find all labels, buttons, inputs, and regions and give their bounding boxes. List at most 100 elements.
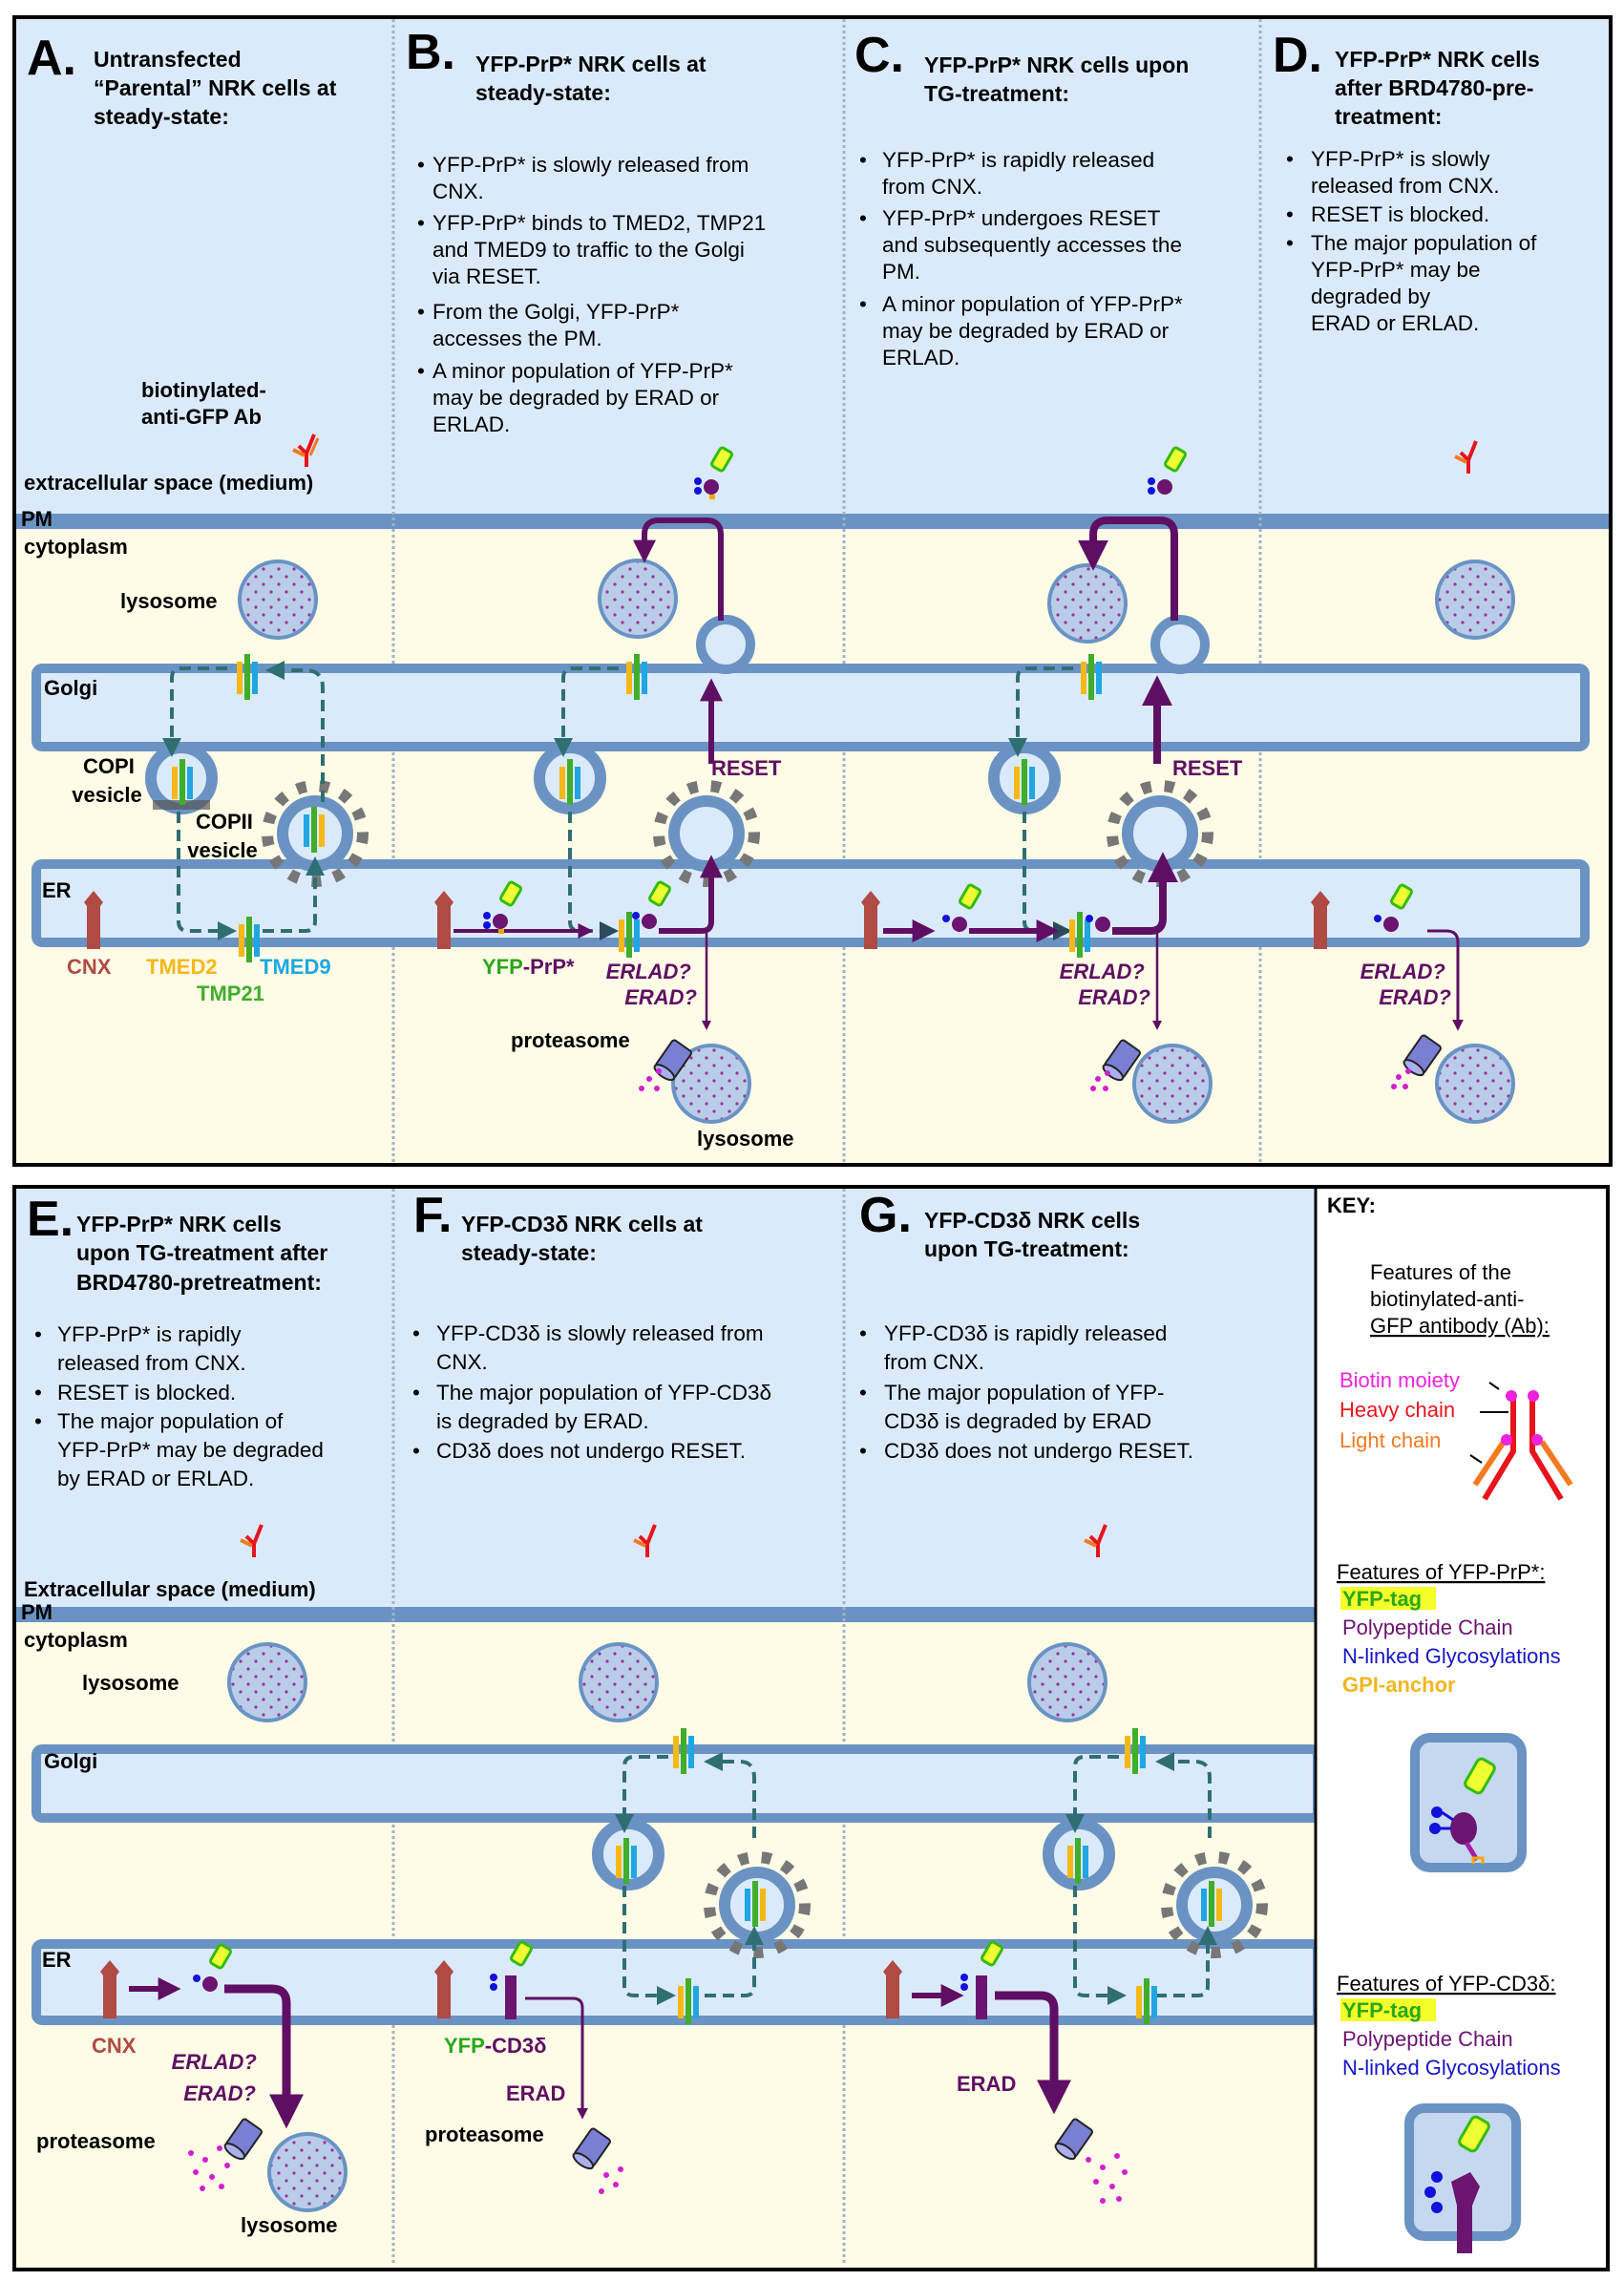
arrow-g-erad xyxy=(995,1991,1071,2115)
key-cd3-glyco: N-linked Glycosylations xyxy=(1342,2056,1561,2080)
tmed9-label: TMED9 xyxy=(260,955,331,979)
tmed-bundles xyxy=(172,654,1222,2024)
tmed2-label: TMED2 xyxy=(146,955,218,979)
yfp-prp-icon xyxy=(193,1943,232,1992)
cnx-icon-a xyxy=(84,891,103,949)
tmed-bundle-icon xyxy=(239,917,260,962)
tmed-bundle-icon xyxy=(172,759,193,805)
cnx-icon-g xyxy=(883,1960,902,2018)
key-cd3-yfp: YFP-tag xyxy=(1342,1998,1422,2022)
tmed-bundle-icon xyxy=(1125,1728,1146,1774)
key-antibody-diagram xyxy=(1469,1382,1573,1501)
copi-label: COPI vesicle xyxy=(72,754,141,807)
polypeptide-icon xyxy=(1451,2172,1480,2253)
proteasome-icon xyxy=(572,2127,611,2170)
glycan-icon xyxy=(1424,2186,1436,2198)
antibody-icon xyxy=(240,1524,264,1557)
panel-bullets-b: •YFP-PrP* is slowly released from CNX. •… xyxy=(417,153,772,436)
cnx-icon-c xyxy=(861,891,880,949)
key-ab-heading: Features of the biotinylated-anti- GFP a… xyxy=(1370,1260,1550,1338)
vesicles xyxy=(145,615,1268,1958)
antibodies xyxy=(240,433,1478,1557)
cycle-f-retro xyxy=(615,1755,668,1833)
panel-title-c: YFP-PrP* NRK cells upon TG-treatment: xyxy=(924,53,1195,106)
cytoplasm-label-bottom: cytoplasm xyxy=(24,1628,128,1652)
lysosome-e-top xyxy=(227,1642,307,1722)
panel-letter-d: D. xyxy=(1273,28,1322,83)
key-prp-yfp-highlight xyxy=(1340,1587,1436,1610)
cycle-c-retro xyxy=(1008,666,1073,757)
cycle-a-retro xyxy=(162,666,227,757)
reset-label-c: RESET xyxy=(1172,756,1243,780)
yfp-prp-icon xyxy=(942,883,981,932)
panel-title-d: YFP-PrP* NRK cells after BRD4780-pre- tr… xyxy=(1335,47,1546,129)
key-cd3-yfp-highlight xyxy=(1340,1998,1436,2021)
lysosome-g-top xyxy=(1027,1642,1107,1722)
yfp-prp-icon xyxy=(1086,915,1110,932)
lysosome-label-a: lysosome xyxy=(120,589,218,613)
yfp-tag-icon xyxy=(1458,2115,1490,2153)
substrate-label-b: YFP-PrP* xyxy=(482,955,575,979)
cycle-g-antero xyxy=(1155,1752,1212,1838)
cycle-b-er xyxy=(568,812,619,940)
tmed-bundle-icon xyxy=(1069,912,1090,958)
pathway-arrows xyxy=(129,517,1464,2129)
biotin-icon xyxy=(1506,1390,1517,1402)
golgi-label-top: Golgi xyxy=(44,676,97,700)
glycan-icon xyxy=(1431,1806,1443,1818)
key-prp-heading: Features of YFP-PrP*: xyxy=(1337,1560,1545,1584)
golgi-membrane-top xyxy=(32,664,1590,751)
proteasome-label-f: proteasome xyxy=(425,2123,544,2146)
cycle-g-er xyxy=(1073,1886,1127,2005)
arrow-c-reset-er xyxy=(1112,852,1178,935)
proteasome-icon xyxy=(223,2118,263,2161)
lysosome-d-bottom xyxy=(1435,1044,1515,1124)
panel-letter-e: E. xyxy=(27,1192,74,1247)
tmed-bundle-icon xyxy=(745,1881,766,1927)
pm-label-top: PM xyxy=(21,507,53,531)
lysosome-f-top xyxy=(579,1642,659,1722)
cycle-f-er2 xyxy=(705,1926,764,1997)
substrates xyxy=(193,446,1413,2019)
substrate-label-f: YFP-CD3δ xyxy=(444,2034,546,2058)
er-membrane-top xyxy=(32,859,1590,947)
glycan-icon xyxy=(1431,2202,1443,2213)
yfp-prp-icon xyxy=(632,880,671,929)
tmed-bundle-icon xyxy=(559,759,580,805)
cycle-f-er xyxy=(622,1886,676,2005)
tmed-bundle-icon xyxy=(619,912,640,958)
biotin-icon xyxy=(1531,1434,1543,1446)
proteasome-icon xyxy=(1102,1039,1141,1082)
panel-title-b: YFP-PrP* NRK cells at steady-state: xyxy=(475,52,712,105)
tmed-bundle-icon xyxy=(1014,759,1035,805)
lysosome-b-bottom xyxy=(671,1044,751,1124)
key-panel xyxy=(1314,1185,1610,2271)
cycle-g-retro xyxy=(1065,1755,1119,1833)
arrow-b-pm-endocytosis xyxy=(633,517,724,621)
proteasome-label-b: proteasome xyxy=(511,1028,630,1052)
cycle-a-antero xyxy=(265,661,325,802)
cnx-icon-f xyxy=(434,1960,453,2018)
lysosome-b-top xyxy=(598,559,678,639)
er-label-bottom: ER xyxy=(42,1948,72,1972)
glycan-icon xyxy=(1429,1823,1441,1834)
yfp-prp-icon xyxy=(1148,446,1187,495)
extracellular-label-top: extracellular space (medium) xyxy=(24,471,313,495)
panel-bullets-d: •YFP-PrP* is slowly released from CNX. •… xyxy=(1286,147,1543,335)
plasma-membrane-bottom xyxy=(14,1607,1318,1622)
reset-label-b: RESET xyxy=(711,756,782,780)
arrow-c-pm-endocytosis xyxy=(1078,517,1178,621)
tmed-bundle-icon xyxy=(678,1978,699,2024)
extracellular-label-bottom: Extracellular space (medium) xyxy=(24,1577,316,1601)
key-cd3-diagram xyxy=(1404,2103,1521,2253)
bottom-row-border xyxy=(12,1185,1610,2271)
key-prp-yfp: YFP-tag xyxy=(1342,1587,1422,1611)
reset-vesicle-c xyxy=(1150,615,1210,674)
key-title: KEY: xyxy=(1327,1193,1376,1217)
deg-label-e: ERLAD? ERAD? xyxy=(172,2050,263,2105)
tmed-bundle-icon xyxy=(1136,1978,1157,2024)
tmed-bundle-icon xyxy=(616,1838,637,1884)
pm-label-bottom: PM xyxy=(21,1600,53,1624)
antibody-label: biotinylated- anti-GFP Ab xyxy=(141,378,272,429)
cnx-label-e: CNX xyxy=(92,2034,137,2058)
